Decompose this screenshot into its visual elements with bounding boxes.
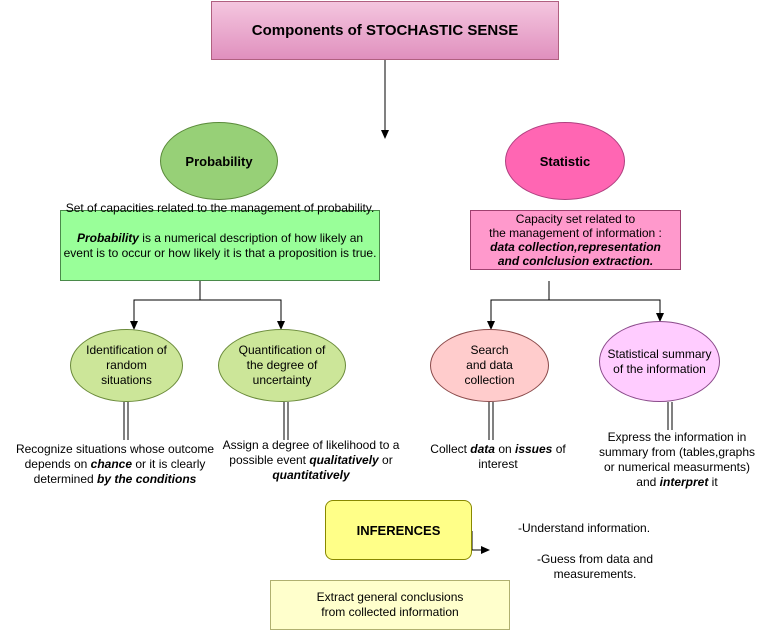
inferences-label: INFERENCES: [356, 522, 441, 538]
statistic-line2: the management of information :: [489, 226, 662, 240]
statistic-bold2: and conlclusion extraction.: [497, 254, 654, 268]
search-ellipse: Search and data collection: [430, 329, 549, 402]
quantification-ellipse: Quantification of the degree of uncertai…: [218, 329, 346, 402]
statistic-label: Statistic: [539, 153, 591, 169]
inferences-item-1: -Understand information.: [518, 521, 651, 535]
summary-desc-a: Express the information in summary from …: [598, 430, 756, 489]
quantification-description: Assign a degree of likelihood to a possi…: [218, 438, 404, 483]
quantification-desc-quantitatively: quantitatively: [272, 468, 350, 482]
probability-label: Probability: [185, 153, 253, 169]
conclusions-box: Extract general conclusions from collect…: [270, 580, 510, 630]
search-desc-e: of interest: [478, 442, 566, 471]
arrow-statistic-branches: [487, 281, 550, 330]
double-line-identification: [123, 402, 129, 440]
double-line-summary: [667, 402, 673, 430]
statistic-ellipse: Statistic: [505, 122, 625, 200]
summary-desc-interpret: interpret: [659, 475, 709, 489]
probability-definition: Probability is a numerical description o…: [62, 231, 378, 261]
title-box: Components of STOCHASTIC SENSE: [211, 1, 559, 60]
probability-line1: Set of capacities related to the managem…: [65, 201, 375, 215]
probability-ellipse: Probability: [160, 122, 278, 200]
arrow-probability-branches: [130, 281, 201, 330]
statistic-description-box: Capacity set related to the management o…: [470, 210, 681, 270]
search-desc-c: on: [494, 442, 515, 456]
quantification-desc-qualitatively: qualitatively: [309, 453, 379, 467]
summary-desc-c: it: [708, 475, 718, 489]
statistic-line1: Capacity set related to: [515, 212, 636, 226]
identification-desc-chance: chance: [90, 457, 133, 471]
probability-description-text: Set of capacities related to the managem…: [62, 201, 378, 261]
identification-ellipse: Identification of random situations: [70, 329, 183, 402]
arrow-inferences-right: [471, 531, 490, 554]
identification-description: Recognize situations whose outcome depen…: [10, 442, 220, 487]
search-desc-issues: issues: [515, 442, 553, 456]
page-title: Components of STOCHASTIC SENSE: [251, 22, 519, 39]
summary-label: Statistical summary of the information: [607, 346, 712, 376]
arrow-probability-right: [200, 299, 285, 330]
search-description: Collect data on issues of interest: [428, 442, 568, 472]
double-line-search: [488, 402, 494, 440]
double-line-quantification: [283, 402, 289, 440]
quantification-label: Quantification of the degree of uncertai…: [238, 343, 326, 387]
quantification-desc-c: or: [378, 453, 393, 467]
identification-desc-c: or it is clearly determined: [33, 457, 206, 486]
arrow-statistic-right: [549, 299, 664, 322]
conclusions-text: Extract general conclusions from collect…: [316, 590, 464, 619]
search-desc-data: data: [470, 442, 495, 456]
probability-term: Probability: [76, 231, 139, 245]
inferences-box: INFERENCES: [325, 500, 472, 560]
search-desc-a: Collect: [430, 442, 471, 456]
probability-definition-rest: is a numerical description of how likely…: [63, 231, 377, 260]
quantification-desc-a: Assign a degree of likelihood to a possi…: [222, 438, 400, 467]
search-label: Search and data collection: [464, 343, 515, 387]
summary-ellipse: Statistical summary of the information: [599, 321, 720, 402]
identification-desc-a: Recognize situations whose outcome depen…: [15, 442, 215, 471]
statistic-bold1: data collection,representation: [490, 240, 661, 254]
identification-desc-conditions: by the conditions: [97, 472, 197, 486]
inferences-item-2: -Guess from data and measurements.: [536, 552, 654, 581]
summary-description: Express the information in summary from …: [597, 430, 757, 490]
identification-label: Identification of random situations: [86, 343, 167, 387]
probability-description-box: [60, 210, 380, 281]
